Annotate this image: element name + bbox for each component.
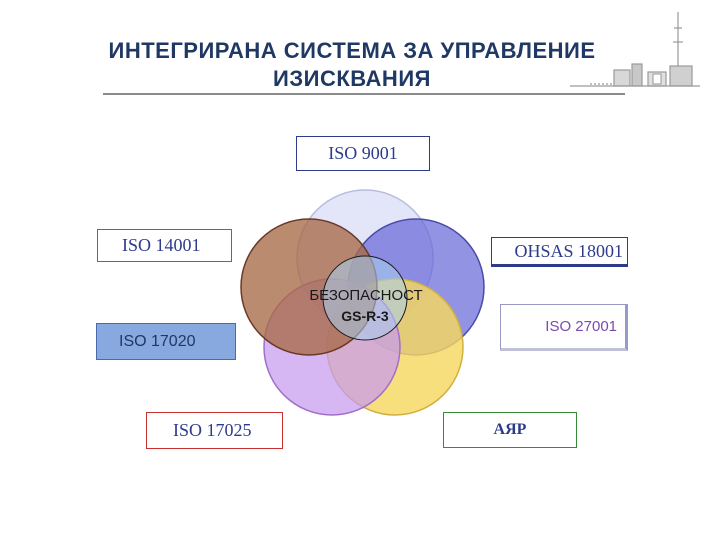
box-iso-14001: ISO 14001 [97,229,232,262]
slide-title-line-2: ИЗИСКВАНИЯ [273,66,431,91]
box-iso-27001: ISO 27001 [500,304,628,351]
box-ohsas-18001: OHSAS 18001 [491,237,628,267]
box-iso-9001: ISO 9001 [296,136,430,171]
box-ayar: АЯР [443,412,577,448]
box-iso-17020: ISO 17020 [96,323,236,360]
center-sublabel: GS-R-3 [341,308,389,324]
slide-title-line-1: ИНТЕГРИРАНА СИСТЕМА ЗА УПРАВЛЕНИЕ [108,38,596,63]
title-underline [103,93,625,95]
building-logo-icon [570,12,700,87]
center-label: БЕЗОПАСНОСТ [309,287,423,304]
circle-center [322,255,408,341]
box-iso-17025: ISO 17025 [146,412,283,449]
